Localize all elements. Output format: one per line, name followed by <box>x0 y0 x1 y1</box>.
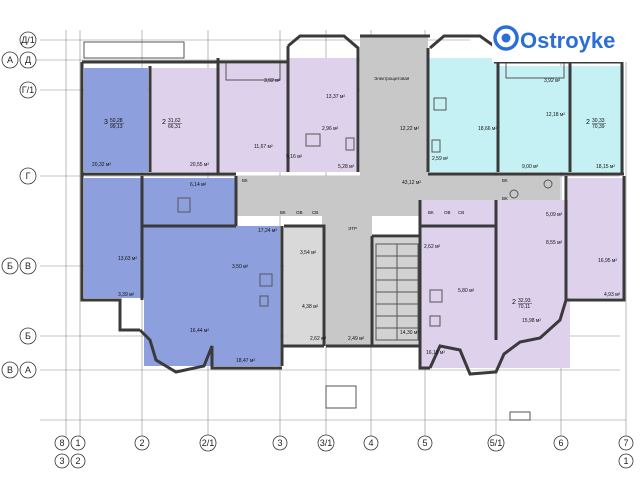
room-area: 5,80 м² <box>458 288 475 294</box>
apartment-total: 70,11 <box>518 304 530 310</box>
axis-label: 3 <box>59 456 64 466</box>
room-area: 18,66 м² <box>478 126 497 132</box>
axis-label: 2 <box>75 456 80 466</box>
fixtures <box>177 97 553 327</box>
room-area: 15,98 м² <box>522 318 541 324</box>
room-area: 13,63 м² <box>118 256 137 262</box>
room-area: 9,00 м² <box>522 164 539 170</box>
brand-name: Ostroyke <box>520 28 615 53</box>
room-area: 20,55 м² <box>190 162 209 168</box>
apartment-living: 32,93 <box>518 298 531 304</box>
room-name: ВК <box>502 196 508 201</box>
axis-label: Б <box>7 261 13 271</box>
room-area: 6,14 м² <box>190 182 207 188</box>
axis-label: 4 <box>368 438 373 448</box>
room-area: 43,12 м² <box>402 180 421 186</box>
room-area: 14,30 м² <box>400 330 419 336</box>
bottom-axis-labels: 8 1 2 2/1 3 3/1 4 5 5/1 6 7 3 2 1 <box>54 434 634 469</box>
room-area: 3,92 м² <box>544 78 561 84</box>
axis-label: Г/1 <box>22 85 34 95</box>
room-area: 5,28 м² <box>338 164 355 170</box>
room-area: 12,22 м² <box>400 126 419 132</box>
axis-label: В <box>25 261 31 271</box>
room-name: СВ <box>458 210 464 215</box>
room-area: 17,24 м² <box>258 228 277 234</box>
room-name: ЭТР <box>348 226 357 231</box>
axis-label: 3 <box>277 438 282 448</box>
room-area: 8,55 м² <box>546 240 563 246</box>
room-fills <box>84 36 624 368</box>
room-area: 20,32 м² <box>92 162 111 168</box>
axis-label: 2 <box>139 438 144 448</box>
axis-label: 7 <box>623 438 628 448</box>
apartment-living: 50,28 <box>110 118 123 124</box>
axis-label: В <box>7 365 13 375</box>
brand-logo: Ostroyke <box>492 20 640 62</box>
room-area: 2,62 м² <box>424 244 441 250</box>
room-name: Электрощитовая <box>374 76 410 81</box>
room-area: 2,62 м² <box>310 336 327 342</box>
axis-label: 6 <box>558 438 563 448</box>
room-name: ВК <box>502 178 508 183</box>
apartment-total: 70,39 <box>592 124 605 130</box>
axis-label: 5 <box>422 438 427 448</box>
room-area: 16,95 м² <box>598 258 617 264</box>
room-name: ВК <box>280 210 286 215</box>
room-area: 3,50 м² <box>232 264 249 270</box>
axis-label: 3/1 <box>320 438 333 448</box>
room-area: 2,49 м² <box>348 336 365 342</box>
apartment-rooms: 3 <box>104 119 108 126</box>
room-name: ВК <box>242 178 248 183</box>
axis-label: 8 <box>59 438 64 448</box>
area-labels: 3,92 м² 13,37 м² 12,22 м² 18,66 м² 3,92 … <box>92 78 621 364</box>
apartment-rooms: 2 <box>512 299 516 306</box>
room-area: 4,93 м² <box>604 292 621 298</box>
apartment-living: 31,62 <box>168 118 181 124</box>
room-area: 12,18 м² <box>546 112 565 118</box>
room-area: 3,54 м² <box>300 250 317 256</box>
room-area: 18,47 м² <box>236 358 255 364</box>
room-labels: Электрощитовая ЭТР ВК ВК ОВ СВ ВК ОВ СВ … <box>242 76 508 231</box>
apartment-rooms: 2 <box>586 119 590 126</box>
apartment-rooms: 2 <box>162 119 166 126</box>
left-axis-labels: Д/1 А Д Г/1 Г Б В Б В А <box>1 31 37 379</box>
axis-label: Б <box>25 331 31 341</box>
axis-label: Д <box>25 55 31 65</box>
room-area: 3,92 м² <box>264 78 281 84</box>
room-area: 2,96 м² <box>322 126 339 132</box>
room-name: ОВ <box>444 210 451 215</box>
room-name: СВ <box>312 210 318 215</box>
room-name: ОВ <box>296 210 303 215</box>
axis-label: А <box>25 365 31 375</box>
apartment-total: 99,13 <box>110 124 123 130</box>
axis-label: А <box>7 55 13 65</box>
staircase <box>375 243 419 341</box>
ostroyke-logo-icon <box>493 25 519 51</box>
room-area: 5,09 м² <box>546 212 563 218</box>
room-area: 3,39 м² <box>118 292 135 298</box>
room-name: ВК <box>428 210 434 215</box>
axis-label: 1 <box>623 456 628 466</box>
axis-label: 5/1 <box>490 438 503 448</box>
room-area: 13,37 м² <box>326 94 345 100</box>
apartment-living: 30,33 <box>592 118 605 124</box>
room-area: 16,18 м² <box>426 350 445 356</box>
apartment-total: 66,31 <box>168 124 181 130</box>
room-area: 11,67 м² <box>254 144 273 150</box>
axis-label: 1 <box>75 438 80 448</box>
axis-label: 2/1 <box>202 438 215 448</box>
axis-label: Д/1 <box>21 35 35 45</box>
axis-label: Г <box>26 171 31 181</box>
room-area: 9,16 м² <box>286 154 303 160</box>
room-area: 16,44 м² <box>190 328 209 334</box>
room-area: 18,15 м² <box>596 164 615 170</box>
apartment-labels: 3 50,28 99,13 2 31,62 66,31 2 30,33 70,3… <box>104 118 606 310</box>
room-area: 2,59 м² <box>432 156 449 162</box>
room-area: 4,38 м² <box>302 304 319 310</box>
